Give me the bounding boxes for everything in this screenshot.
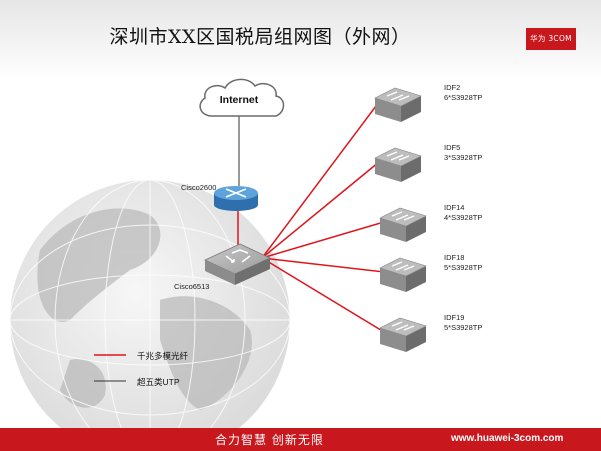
idf-switch-arrows <box>386 151 410 161</box>
idf-switch-icon <box>374 87 422 122</box>
idf-switch-arrows <box>391 321 415 331</box>
idf-switch-arrows <box>391 211 415 221</box>
link-core-idf <box>261 221 385 259</box>
idf-switch-icon <box>379 317 427 352</box>
idf-spec-label: 5*S3928TP <box>444 323 482 332</box>
idf-switch-side <box>401 156 421 182</box>
idf-spec-label: 4*S3928TP <box>444 213 482 222</box>
idf-name-label: IDF2 <box>444 83 460 92</box>
footer-url[interactable]: www.huawei-3com.com <box>451 433 564 444</box>
idf-spec-label: 3*S3928TP <box>444 153 482 162</box>
router-icon <box>214 186 258 211</box>
idf-spec-label: 6*S3928TP <box>444 93 482 102</box>
legend: 千兆多模光纤 超五类UTP <box>94 351 189 387</box>
footer-bar: 合力智慧 创新无限 www.huawei-3com.com <box>0 428 601 451</box>
legend-utp-label: 超五类UTP <box>137 377 180 387</box>
idf-spec-label: 5*S3928TP <box>444 263 482 272</box>
legend-fiber-label: 千兆多模光纤 <box>137 351 189 361</box>
link-core-idf <box>261 101 380 259</box>
idf-switch-arrows <box>386 91 410 101</box>
internet-label: Internet <box>220 94 259 106</box>
core-switch-icon <box>204 243 271 285</box>
idf-switch-icon <box>379 207 427 242</box>
internet-cloud <box>199 78 285 117</box>
idf-switch-side <box>401 96 421 122</box>
idf-name-label: IDF19 <box>444 313 464 322</box>
idf-switch-icon <box>374 147 422 182</box>
footer-slogan: 合力智慧 创新无限 <box>215 433 324 447</box>
idf-switch-side <box>406 216 426 242</box>
idf-switch-icon <box>379 257 427 292</box>
link-core-idf <box>261 257 385 333</box>
idf-name-label: IDF18 <box>444 253 464 262</box>
link-core-idf <box>261 161 380 259</box>
router-label: Cisco2600 <box>181 183 216 192</box>
idf-name-label: IDF5 <box>444 143 460 152</box>
globe-decoration <box>9 179 291 451</box>
link-layer <box>237 101 385 333</box>
slide-title: 深圳市XX区国税局组网图（外网） <box>109 26 411 48</box>
core-switch-label: Cisco6513 <box>174 282 209 291</box>
brand-logo: 华为 3COM <box>526 28 576 50</box>
link-core-idf <box>261 257 385 273</box>
idf-switch-arrows <box>391 261 415 271</box>
idf-name-label: IDF14 <box>444 203 464 212</box>
idf-switch-side <box>406 326 426 352</box>
idf-switch-side <box>406 266 426 292</box>
